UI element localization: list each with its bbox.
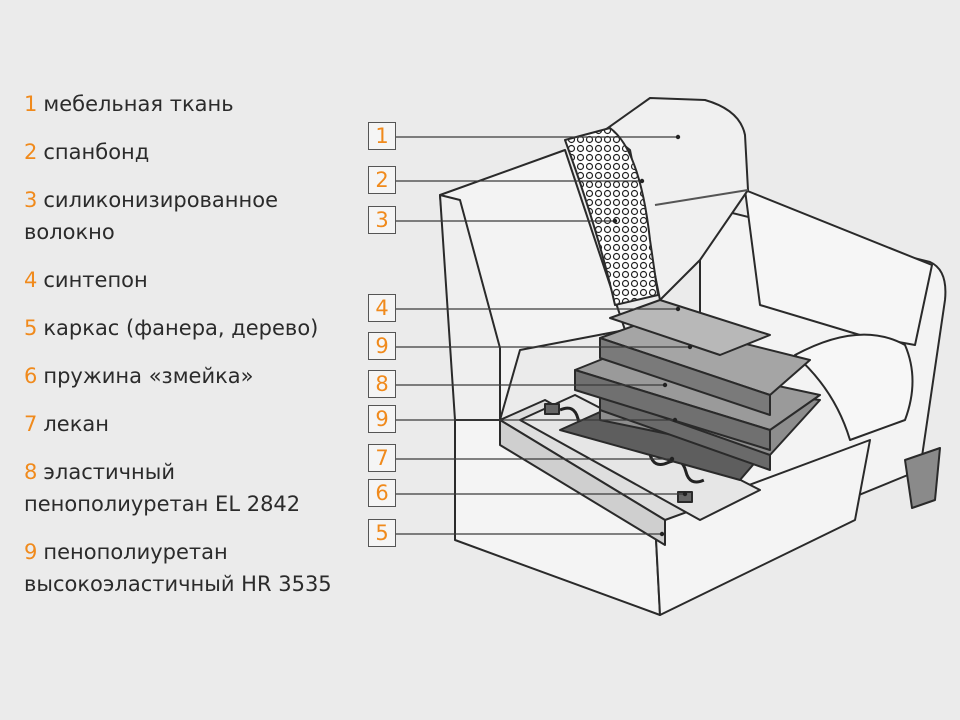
legend-number: 7: [24, 412, 38, 436]
legend-text: лекан: [43, 412, 109, 436]
legend-number: 6: [24, 364, 38, 388]
foam-hr-top-front: [599, 337, 771, 416]
callout-label: 7: [368, 444, 396, 472]
callout-label: 4: [368, 294, 396, 322]
left-armrest-front: [439, 194, 501, 421]
right-leg: [904, 447, 941, 509]
legend-text: эластичный пенополиуретан EL 2842: [24, 460, 301, 516]
callout-dots: [612, 134, 693, 537]
sintepon-layer: [609, 299, 771, 356]
base-side: [654, 439, 871, 616]
legend-text: спанбонд: [43, 140, 150, 164]
foam-el-front: [574, 369, 771, 451]
callout-label: 6: [368, 479, 396, 507]
callout-label: 9: [368, 405, 396, 433]
legend-text: мебельная ткань: [43, 92, 234, 116]
callout-label: 2: [368, 166, 396, 194]
back-cushion-seam: [654, 189, 749, 206]
legend-number: 2: [24, 140, 38, 164]
legend-text: пенополиуретан высокоэластичный HR 3535: [24, 540, 332, 596]
callout-label: 1: [368, 122, 396, 150]
legend-text: каркас (фанера, дерево): [43, 316, 319, 340]
armrest-cushion: [794, 333, 914, 441]
back-cushion-layer: [564, 127, 659, 306]
back-cushion: [604, 97, 749, 301]
legend-number: 3: [24, 188, 38, 212]
frame-plank-front: [499, 419, 666, 546]
callout-label: 9: [368, 332, 396, 360]
legend-number: 4: [24, 268, 38, 292]
callout-lines: [396, 136, 690, 535]
callout-label: 5: [368, 519, 396, 547]
legend-number: 5: [24, 316, 38, 340]
legend-number: 9: [24, 540, 38, 564]
legend-number: 8: [24, 460, 38, 484]
legend-text: силиконизированное волокно: [24, 188, 279, 244]
foam-hr-bottom-front: [599, 394, 771, 471]
legend-text: пружина «змейка»: [43, 364, 254, 388]
callout-label: 3: [368, 206, 396, 234]
legend-number: 1: [24, 92, 38, 116]
callout-label: 8: [368, 370, 396, 398]
spring-clip: [544, 403, 560, 415]
legend-text: синтепон: [43, 268, 148, 292]
